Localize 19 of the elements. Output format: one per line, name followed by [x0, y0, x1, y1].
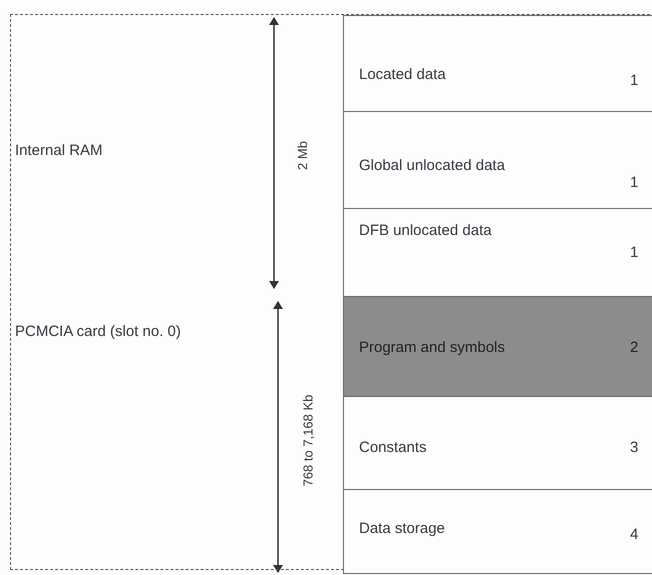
memory-segment	[343, 15, 652, 112]
segment-label: Constants	[359, 439, 427, 456]
segment-label: Data storage	[359, 520, 445, 537]
memory-segment	[343, 296, 652, 397]
segment-label: DFB unlocated data	[359, 222, 492, 239]
segment-label: Program and symbols	[359, 339, 505, 356]
segment-label: Global unlocated data	[359, 157, 505, 174]
segment-label: Located data	[359, 66, 446, 83]
region-label: PCMCIA card (slot no. 0)	[15, 322, 182, 341]
dimension-label: 768 to 7,168 Kb	[300, 394, 316, 486]
segment-number: 1	[630, 244, 638, 261]
segment-number: 4	[630, 526, 638, 543]
segment-number: 2	[630, 339, 638, 356]
memory-segment	[343, 489, 652, 574]
segment-number: 1	[630, 174, 638, 191]
region-label: Internal RAM	[15, 141, 104, 160]
segment-number: 1	[630, 72, 638, 89]
segment-number: 3	[630, 439, 638, 456]
dimension-label: 2 Mb	[294, 140, 310, 170]
